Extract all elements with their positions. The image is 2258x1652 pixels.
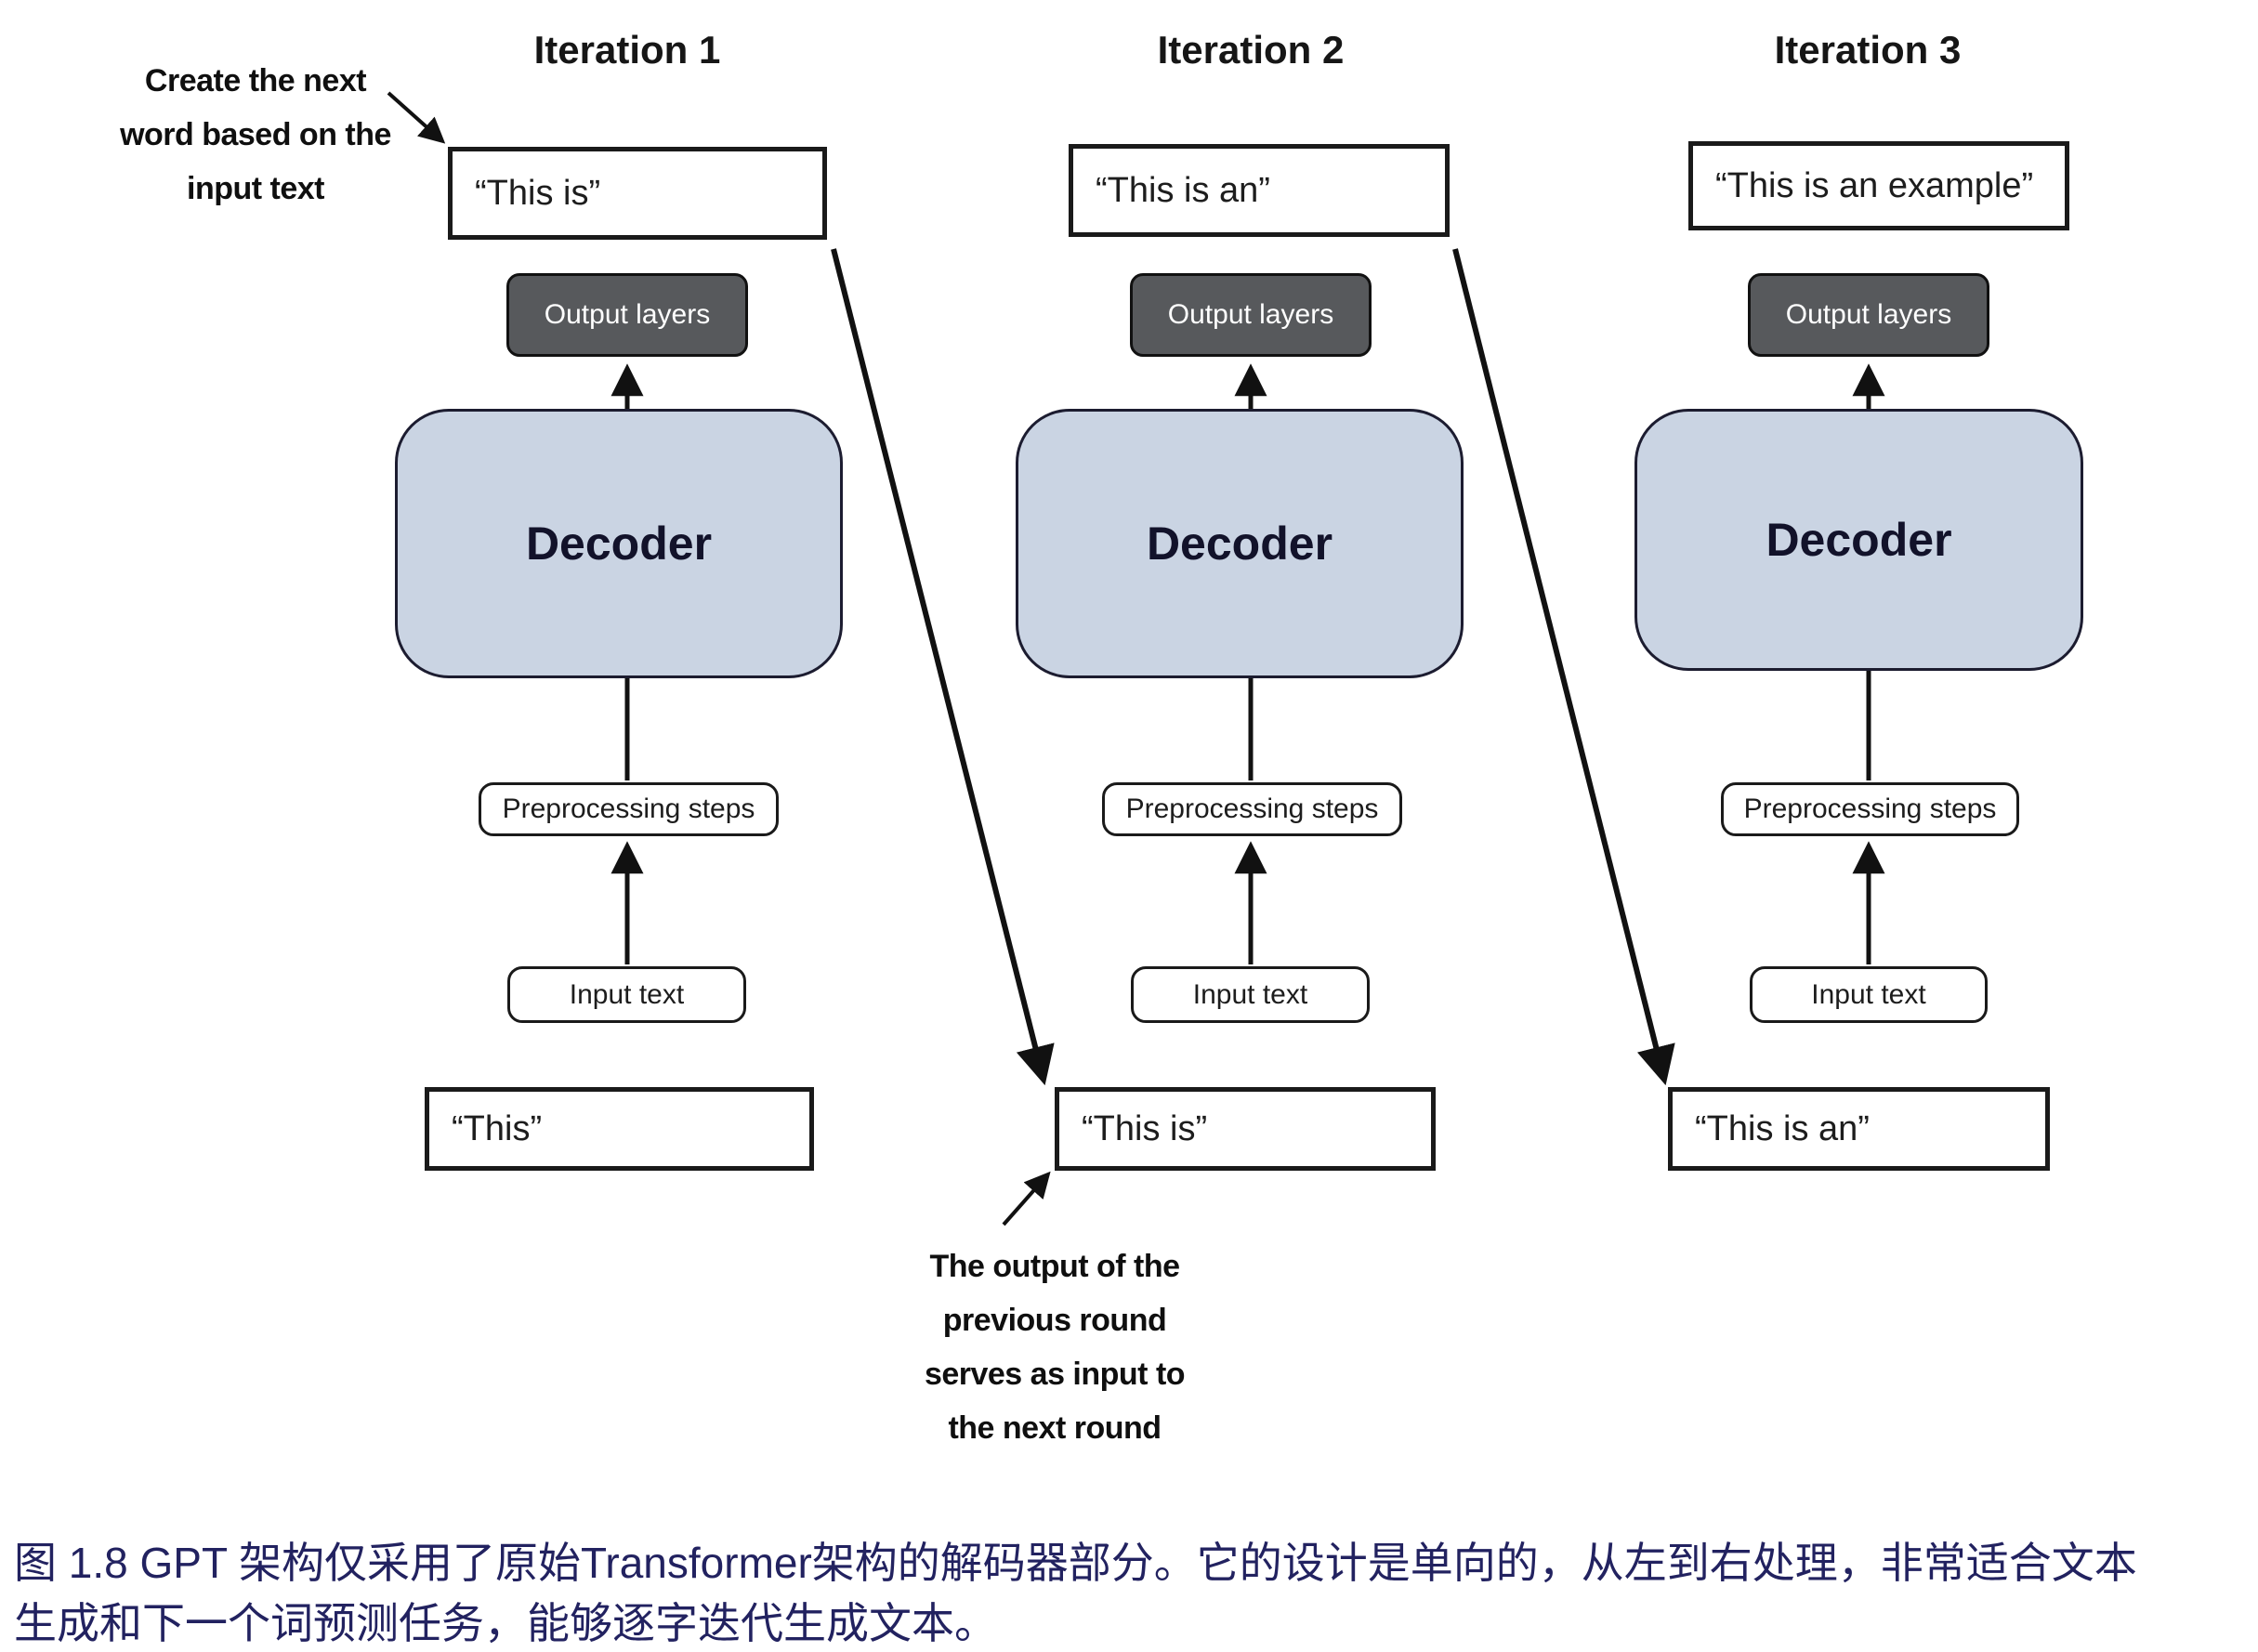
note-line: Create the next [144,63,367,98]
output-layers-box-2: Output layers [1130,273,1372,357]
result-text-1: “This is” [475,173,601,213]
note-line: serves as input to [924,1357,1186,1392]
result-box-3: “This is an example” [1688,141,2069,230]
result-box-1: “This is” [448,147,827,240]
note-line: word based on the [120,117,391,152]
input-text-label-2: Input text [1192,978,1308,1010]
decoder-box-3: Decoder [1634,409,2083,671]
output-layers-label-2: Output layers [1167,299,1334,330]
figure-caption: 图 1.8 GPT 架构仅采用了原始Transformer架构的解码器部分。它的… [14,1533,2253,1652]
input-string-box-3: “This is an” [1668,1087,2050,1171]
preprocessing-box-1: Preprocessing steps [479,782,779,836]
note-output-feeds-next-round: The output of the previous round serves … [850,1239,1259,1455]
input-text-box-3: Input text [1750,966,1988,1023]
input-text-label-1: Input text [569,978,685,1010]
caption-line-1: 图 1.8 GPT 架构仅采用了原始Transformer架构的解码器部分。它的… [14,1539,2137,1587]
input-string-box-1: “This” [425,1087,814,1171]
note-line: the next round [948,1410,1162,1446]
decoder-label-1: Decoder [525,518,713,570]
arrow-output2-to-input3 [1452,248,1675,1086]
note-create-next-word: Create the next word based on the input … [79,54,432,216]
input-string-3: “This is an” [1695,1108,1870,1148]
input-string-1: “This” [452,1108,543,1148]
arrow-note-bottom-pointer [1002,1171,1051,1226]
arrow-output1-to-input2 [831,248,1055,1086]
note-line: previous round [942,1303,1167,1338]
note-line: The output of the [929,1249,1180,1284]
iteration-3-title: Iteration 3 [1774,28,1962,72]
iteration-2-title: Iteration 2 [1157,28,1345,72]
result-text-2: “This is an” [1096,170,1270,210]
preprocessing-label-1: Preprocessing steps [502,793,755,824]
output-layers-label-1: Output layers [544,299,711,330]
decoder-label-2: Decoder [1146,518,1333,570]
preprocessing-label-3: Preprocessing steps [1743,793,1997,824]
input-string-2: “This is” [1082,1108,1208,1148]
input-text-box-1: Input text [507,966,746,1023]
decoder-label-3: Decoder [1766,514,1952,566]
result-box-2: “This is an” [1069,144,1450,237]
input-text-label-3: Input text [1811,978,1926,1010]
preprocessing-box-2: Preprocessing steps [1102,782,1402,836]
caption-line-2: 生成和下一个词预测任务，能够逐字迭代生成文本。 [14,1599,997,1647]
decoder-box-1: Decoder [395,409,843,678]
preprocessing-box-3: Preprocessing steps [1721,782,2019,836]
decoder-box-2: Decoder [1016,409,1464,678]
input-string-box-2: “This is” [1055,1087,1436,1171]
output-layers-box-3: Output layers [1748,273,1989,357]
note-line: input text [187,171,324,206]
input-text-box-2: Input text [1131,966,1370,1023]
iteration-1-title: Iteration 1 [533,28,721,72]
preprocessing-label-2: Preprocessing steps [1125,793,1379,824]
output-layers-label-3: Output layers [1785,299,1952,330]
output-layers-box-1: Output layers [506,273,748,357]
result-text-3: “This is an example” [1715,165,2034,205]
